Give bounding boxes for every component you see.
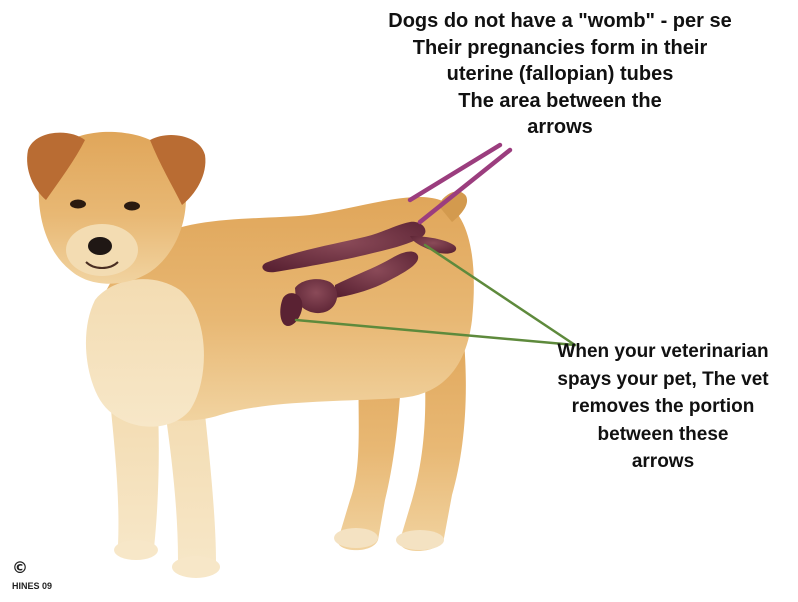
bottom-annotation-line: When your veterinarian [528,338,798,366]
top-annotation-line: The area between the [330,88,790,115]
top-annotation-line: arrows [330,114,790,141]
dog-illustration [27,132,474,578]
top-annotation-line: Dogs do not have a "womb" - per se [330,8,790,35]
top-annotation-line: Their pregnancies form in their [330,35,790,62]
bottom-annotation-line: spays your pet, The vet [528,366,798,394]
bottom-annotation-line: removes the portion [528,393,798,421]
top-annotation: Dogs do not have a "womb" - per se Their… [330,8,790,141]
bottom-annotation-line: between these [528,421,798,449]
bottom-annotation-line: arrows [528,448,798,476]
copyright-icon: © [12,558,28,577]
bottom-annotation: When your veterinarian spays your pet, T… [528,338,798,476]
author-credit: HINES 09 [12,581,52,591]
top-annotation-line: uterine (fallopian) tubes [330,61,790,88]
